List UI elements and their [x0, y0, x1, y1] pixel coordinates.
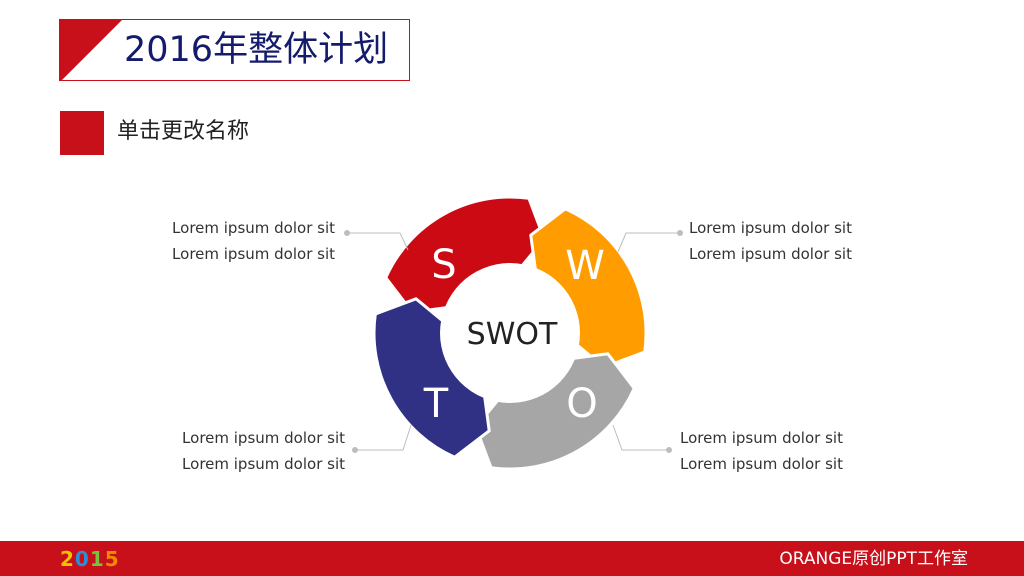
title-box: 2016年整体计划 [59, 19, 410, 81]
segment-letter-t: T [423, 381, 449, 427]
footer-bar: 2015 ORANGE原创PPT工作室 [0, 541, 1024, 576]
label-o: Lorem ipsum dolor sit Lorem ipsum dolor … [680, 425, 843, 477]
year-digit-4: 5 [104, 547, 120, 571]
label-w: Lorem ipsum dolor sit Lorem ipsum dolor … [689, 215, 852, 267]
label-s: Lorem ipsum dolor sit Lorem ipsum dolor … [172, 215, 335, 267]
swot-segments [372, 195, 648, 471]
subtitle-square-marker [60, 111, 104, 155]
center-label: SWOT [467, 317, 558, 352]
center-circle [440, 263, 580, 403]
connector-w [617, 230, 683, 253]
connector-o [612, 424, 672, 453]
label-w-line-2: Lorem ipsum dolor sit [689, 245, 852, 263]
connector-t [352, 424, 412, 453]
label-s-line-1: Lorem ipsum dolor sit [172, 219, 335, 237]
label-connectors [344, 230, 683, 453]
connector-s [344, 230, 409, 251]
year-digit-1: 2 [60, 547, 75, 571]
label-o-line-2: Lorem ipsum dolor sit [680, 455, 843, 473]
footer-brand: ORANGE原创PPT工作室 [779, 549, 968, 569]
label-s-line-2: Lorem ipsum dolor sit [172, 245, 335, 263]
subtitle-text: 单击更改名称 [117, 119, 250, 144]
label-t: Lorem ipsum dolor sit Lorem ipsum dolor … [182, 425, 345, 477]
page-title: 2016年整体计划 [124, 30, 389, 70]
segment-letter-o: O [566, 381, 597, 427]
year-digit-3: 1 [89, 547, 105, 571]
label-t-line-2: Lorem ipsum dolor sit [182, 455, 345, 473]
segment-letter-w: W [565, 243, 605, 289]
label-t-line-1: Lorem ipsum dolor sit [182, 429, 345, 447]
year-digit-2: 0 [74, 547, 90, 571]
label-w-line-1: Lorem ipsum dolor sit [689, 219, 852, 237]
segment-letter-s: S [431, 242, 456, 288]
footer-year-logo: 2015 [60, 547, 120, 571]
title-corner-triangle [60, 20, 122, 80]
label-o-line-1: Lorem ipsum dolor sit [680, 429, 843, 447]
